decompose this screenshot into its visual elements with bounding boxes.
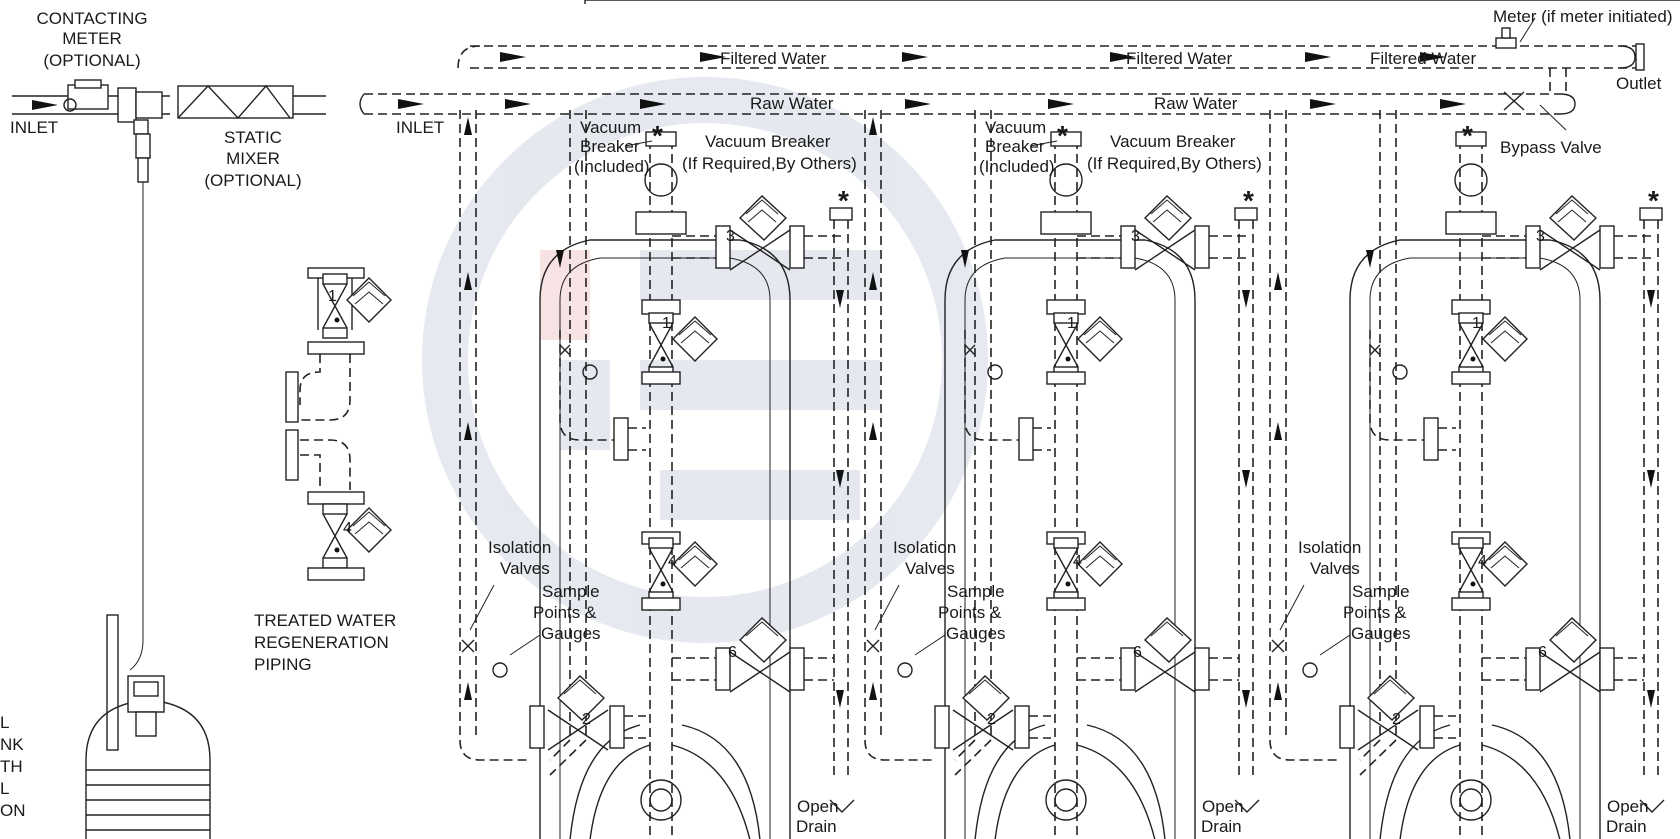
valve-6-u1: 6 <box>728 644 737 661</box>
asterisk-2: * <box>838 185 849 216</box>
raw-water-label-2: Raw Water <box>1154 94 1238 113</box>
isolation-3-a: Isolation <box>1298 538 1361 557</box>
valve-4-u2: 4 <box>1073 553 1082 570</box>
contacting-meter-label-3: (OPTIONAL) <box>43 51 140 70</box>
sample-3-b: Points & <box>1343 603 1407 622</box>
open-drain-3-a: Open <box>1607 797 1649 816</box>
open-drain-3-b: Drain <box>1606 817 1647 836</box>
filtered-water-label-3: Filtered Water <box>1370 49 1476 68</box>
isolation-3-b: Valves <box>1310 559 1360 578</box>
sample-3-c: Gauges <box>1351 624 1411 643</box>
valve-2-u1: 2 <box>582 711 591 728</box>
open-drain-1-b: Drain <box>796 817 837 836</box>
treated-label-1: TREATED WATER <box>254 611 396 630</box>
tank-cut-4: L <box>0 779 9 798</box>
valve-4-u3: 4 <box>1478 553 1487 570</box>
treated-label-3: PIPING <box>254 655 312 674</box>
filtered-water-label-1: Filtered Water <box>720 49 826 68</box>
chemical-tank <box>85 614 211 839</box>
vb-others-1-b: (If Required,By Others) <box>682 154 857 173</box>
sample-1-b: Points & <box>533 603 597 622</box>
valve-1-u3: 1 <box>1472 315 1481 332</box>
sample-2-b: Points & <box>938 603 1002 622</box>
asterisk-1: * <box>652 120 663 151</box>
vb-included-2-a: Vacuum <box>985 118 1046 137</box>
meter-note-label: Meter (if meter initiated) <box>1493 7 1673 26</box>
valve-2-u3: 2 <box>1392 711 1401 728</box>
treated-water-regen-piping <box>285 267 392 581</box>
valve-6-u2: 6 <box>1133 644 1142 661</box>
valve-4-u1: 4 <box>668 553 677 570</box>
tank-cut-3: TH <box>0 757 23 776</box>
asterisk-3: * <box>1057 120 1068 151</box>
vb-included-1-c: (Included) <box>574 157 650 176</box>
open-drain-1-a: Open <box>797 797 839 816</box>
treated-label-2: REGENERATION <box>254 633 389 652</box>
isolation-1-a: Isolation <box>488 538 551 557</box>
vb-others-1-a: Vacuum Breaker <box>705 132 831 151</box>
bypass-valve-label: Bypass Valve <box>1500 138 1602 157</box>
text-labels: CONTACTING METER (OPTIONAL) INLET STATIC… <box>0 7 1673 836</box>
asterisk-5: * <box>1462 120 1473 151</box>
valve-1-u2: 1 <box>1067 315 1076 332</box>
sample-2-a: Sample <box>947 582 1005 601</box>
vb-included-1-b: Breaker <box>580 137 640 156</box>
vb-others-2-b: (If Required,By Others) <box>1087 154 1262 173</box>
filtered-water-label-2: Filtered Water <box>1126 49 1232 68</box>
main-headers <box>359 27 1645 115</box>
asterisk-4: * <box>1243 185 1254 216</box>
isolation-2-a: Isolation <box>893 538 956 557</box>
vb-others-2-a: Vacuum Breaker <box>1110 132 1236 151</box>
static-mixer-label-1: STATIC <box>224 128 282 147</box>
valve-1-regen: 1 <box>328 288 337 305</box>
open-drain-2-b: Drain <box>1201 817 1242 836</box>
inlet-left-label: INLET <box>10 118 58 137</box>
frame-line <box>584 0 1680 4</box>
asterisk-6: * <box>1648 185 1659 216</box>
vb-included-2-b: Breaker <box>985 137 1045 156</box>
isolation-1-b: Valves <box>500 559 550 578</box>
sample-1-c: Gauges <box>541 624 601 643</box>
static-mixer-label-3: (OPTIONAL) <box>204 171 301 190</box>
contacting-meter-label-2: METER <box>62 29 122 48</box>
raw-water-label-1: Raw Water <box>750 94 834 113</box>
outlet-label: Outlet <box>1616 74 1662 93</box>
tank-cut-5: ON <box>0 801 26 820</box>
valve-4-regen: 4 <box>343 520 352 537</box>
valve-1-u1: 1 <box>662 315 671 332</box>
valve-3-u2: 3 <box>1131 228 1140 245</box>
static-mixer-label-2: MIXER <box>226 149 280 168</box>
inlet-main-label: INLET <box>396 118 444 137</box>
leader-lines <box>469 17 1567 656</box>
open-drain-2-a: Open <box>1202 797 1244 816</box>
vb-included-2-c: (Included) <box>979 157 1055 176</box>
contacting-meter-label-1: CONTACTING <box>36 9 147 28</box>
tank-cut-1: L <box>0 713 9 732</box>
isolation-2-b: Valves <box>905 559 955 578</box>
filter-unit-3 <box>1270 110 1664 839</box>
sample-2-c: Gauges <box>946 624 1006 643</box>
valve-2-u2: 2 <box>987 711 996 728</box>
sample-3-a: Sample <box>1352 582 1410 601</box>
sample-1-a: Sample <box>542 582 600 601</box>
vb-included-1-a: Vacuum <box>580 118 641 137</box>
tank-cut-2: NK <box>0 735 24 754</box>
valve-3-u3: 3 <box>1536 228 1545 245</box>
valve-3-u1: 3 <box>726 228 735 245</box>
contacting-meter-assembly <box>12 79 326 671</box>
valve-6-u3: 6 <box>1538 644 1547 661</box>
